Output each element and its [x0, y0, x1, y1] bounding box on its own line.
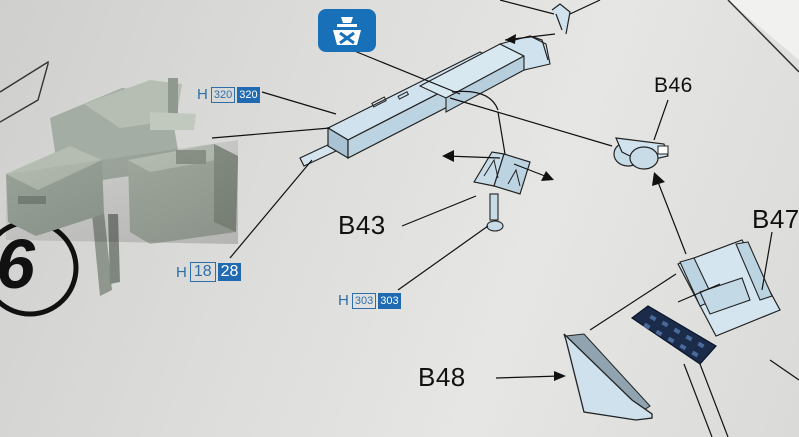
- page-edge: [727, 0, 799, 73]
- part-code-middle: H 18 28: [176, 262, 242, 282]
- part-b48: [563, 333, 653, 421]
- sketch-outline: [0, 60, 49, 123]
- top-bracket-part: [551, 3, 571, 35]
- label-b48: B48: [418, 362, 466, 392]
- gun-barrel-assembly: [299, 35, 551, 167]
- photo-etch-grille: [630, 305, 717, 365]
- code-outline: 320: [210, 86, 236, 103]
- step-number: 6: [0, 224, 35, 304]
- code-prefix: H: [197, 86, 208, 103]
- label-b43: B43: [338, 210, 386, 240]
- label-b47: B47: [752, 204, 799, 234]
- part-code-upper: H 320 320: [197, 86, 260, 103]
- code-outline: 303: [351, 292, 377, 309]
- code-filled: 320: [237, 86, 260, 103]
- page-corner: [728, 0, 799, 60]
- code-prefix: H: [176, 263, 187, 281]
- code-filled: 28: [217, 263, 242, 281]
- code-prefix: H: [338, 292, 349, 309]
- part-b43: [473, 151, 531, 232]
- part-b46: [613, 137, 669, 170]
- part-code-lower: H 303 303: [338, 292, 401, 309]
- assembled-model-photo: [0, 78, 238, 317]
- part-b47: [677, 239, 781, 337]
- cement-warning-icon: [318, 9, 376, 52]
- code-filled: 303: [378, 292, 401, 309]
- label-b46: B46: [654, 74, 693, 97]
- cement-bottle-icon: [333, 16, 361, 45]
- code-outline: 18: [189, 262, 216, 282]
